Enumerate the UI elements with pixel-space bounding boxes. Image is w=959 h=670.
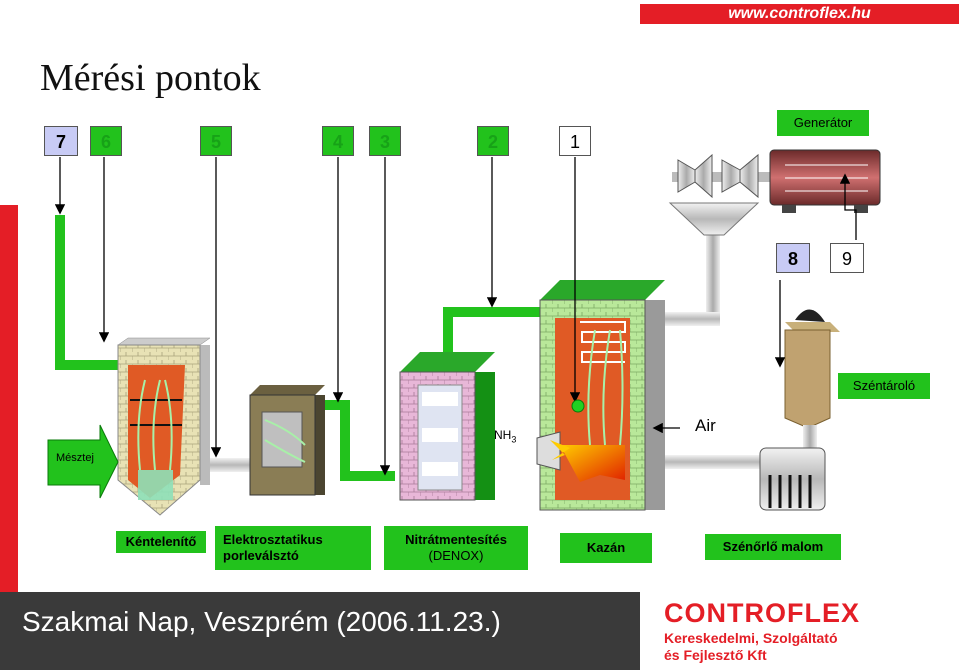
measurement-point-4[interactable]: 4 [322, 126, 354, 156]
boiler-unit [536, 280, 665, 511]
coal-mill-label: Szénőrlő malom [705, 534, 841, 560]
nh3-subscript: 3 [511, 434, 517, 445]
connecting-pipes [207, 230, 770, 472]
brand-subtitle-line1: Kereskedelmi, Szolgáltató [664, 630, 838, 646]
denox-label-line2: (DENOX) [428, 548, 484, 563]
page-title: Mérési pontok [40, 57, 261, 99]
side-accent-bar [0, 205, 18, 600]
electrostatic-precipitator-label: Elektrosztatikus porleválsztó [215, 526, 371, 570]
measurement-point-6[interactable]: 6 [90, 126, 122, 156]
boiler-measurement-marker [571, 399, 585, 413]
boiler-label: Kazán [560, 533, 652, 563]
turbine-generator-unit [668, 149, 881, 236]
denox-label: Nitrátmentesítés (DENOX) [384, 526, 528, 570]
denox-unit [399, 352, 495, 501]
brand-logo-text: CONTROFLEX [664, 598, 860, 628]
coal-storage-label: Széntároló [838, 373, 930, 399]
event-title: Szakmai Nap, Veszprém (2006.11.23.) [22, 606, 501, 637]
air-label: Air [695, 416, 716, 435]
nh3-label: NH3 [494, 428, 516, 444]
desulfurizer-label: Kéntelenítő [116, 531, 206, 553]
electrostatic-label-line2: porleválsztó [223, 548, 299, 563]
electrostatic-precipitator-unit [249, 385, 325, 496]
brand-subtitle: Kereskedelmi, Szolgáltató és Fejlesztő K… [664, 630, 838, 664]
nh3-label-text: NH [494, 428, 512, 442]
footer-band [0, 592, 640, 670]
denox-label-line1: Nitrátmentesítés [405, 532, 507, 547]
electrostatic-label-line1: Elektrosztatikus [223, 532, 323, 547]
measurement-point-1[interactable]: 1 [559, 126, 591, 156]
measurement-leader-lines [54, 157, 786, 476]
website-banner[interactable]: www.controflex.hu [640, 4, 959, 24]
measurement-point-8[interactable]: 8 [776, 243, 810, 273]
limestone-milk-label: Mésztej [56, 452, 94, 464]
measurement-point-3[interactable]: 3 [369, 126, 401, 156]
measurement-point-2[interactable]: 2 [477, 126, 509, 156]
desulfurizer-unit [117, 337, 211, 516]
measurement-point-7[interactable]: 7 [44, 126, 78, 156]
measurement-point-9[interactable]: 9 [830, 243, 864, 273]
process-diagram [47, 149, 881, 516]
generator-label: Generátor [777, 110, 869, 136]
limestone-milk-arrow [47, 424, 119, 499]
brand-subtitle-line2: és Fejlesztő Kft [664, 647, 767, 663]
measurement-point-5[interactable]: 5 [200, 126, 232, 156]
coal-storage-mill-unit [759, 309, 840, 511]
